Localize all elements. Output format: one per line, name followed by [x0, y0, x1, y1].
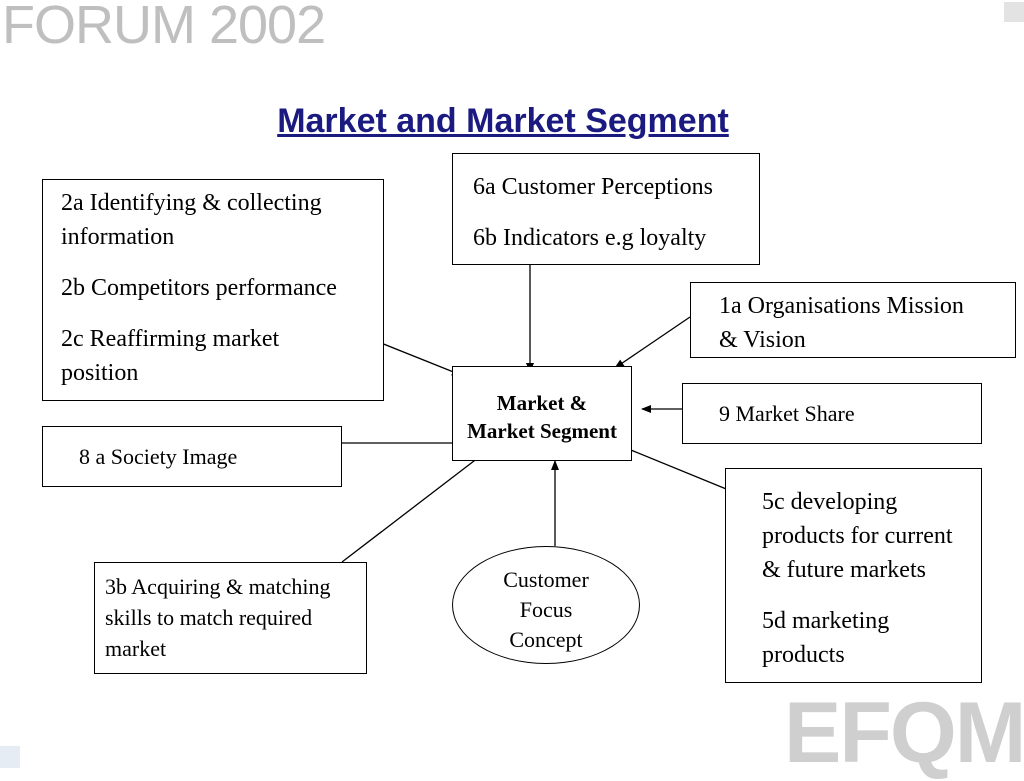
arrow-from-2c	[375, 340, 462, 376]
box-3b-text-cont2: market	[105, 636, 167, 661]
box-2-information: 2a Identifying & collecting information …	[42, 179, 384, 401]
center-text-line1: Market &	[496, 391, 588, 415]
box-5d-text-cont: products	[762, 642, 845, 668]
box-1a-text-cont: & Vision	[719, 327, 806, 353]
center-box-market-segment: Market & Market Segment	[452, 366, 632, 461]
box-6-customer: 6a Customer Perceptions 6b Indicators e.…	[452, 153, 760, 265]
slide-title: Market and Market Segment	[277, 102, 729, 140]
box-1a-mission: 1a Organisations Mission & Vision	[690, 282, 1016, 358]
corner-decoration	[1004, 2, 1024, 22]
box-2b-text: 2b Competitors performance	[61, 275, 337, 301]
arrow-from-5c	[620, 445, 737, 494]
ellipse-text-line3: Concept	[509, 627, 583, 652]
ellipse-text-line1: Customer	[503, 567, 589, 592]
ellipse-customer-focus: Customer Focus Concept	[452, 546, 640, 664]
box-3b-text-cont1: skills to match required	[105, 605, 313, 630]
box-2a-text: 2a Identifying & collecting	[61, 190, 322, 216]
forum-2002-logo: FORUM 2002	[2, 0, 326, 55]
ellipse-text-line2: Focus	[519, 597, 573, 622]
box-3b-text: 3b Acquiring & matching	[105, 574, 331, 599]
box-5c-text: 5c developing	[762, 489, 898, 515]
box-5-products: 5c developing products for current & fut…	[725, 468, 982, 683]
corner-decoration-bottom-left	[0, 746, 20, 768]
box-6a-text: 6a Customer Perceptions	[473, 174, 713, 200]
box-6b-text: 6b Indicators e.g loyalty	[473, 225, 707, 251]
box-3b-skills: 3b Acquiring & matching skills to match …	[94, 562, 367, 674]
efqm-logo: EFQM	[784, 685, 1024, 781]
center-text-line2: Market Segment	[467, 419, 617, 443]
box-2a-text-cont: information	[61, 224, 175, 250]
box-2c-text: 2c Reaffirming market	[61, 326, 280, 352]
box-2c-text-cont: position	[61, 360, 139, 386]
box-8a-society: 8 a Society Image	[42, 426, 342, 487]
box-5c-text-cont2: & future markets	[762, 557, 926, 583]
box-5d-text: 5d marketing	[762, 608, 890, 634]
arrow-from-1a	[614, 316, 691, 369]
box-5c-text-cont1: products for current	[762, 523, 953, 549]
box-1a-text: 1a Organisations Mission	[719, 293, 964, 319]
box-9-text: 9 Market Share	[719, 401, 855, 426]
arrow-from-3b	[341, 450, 488, 563]
box-9-market-share: 9 Market Share	[682, 383, 982, 444]
box-8a-text: 8 a Society Image	[79, 444, 238, 469]
